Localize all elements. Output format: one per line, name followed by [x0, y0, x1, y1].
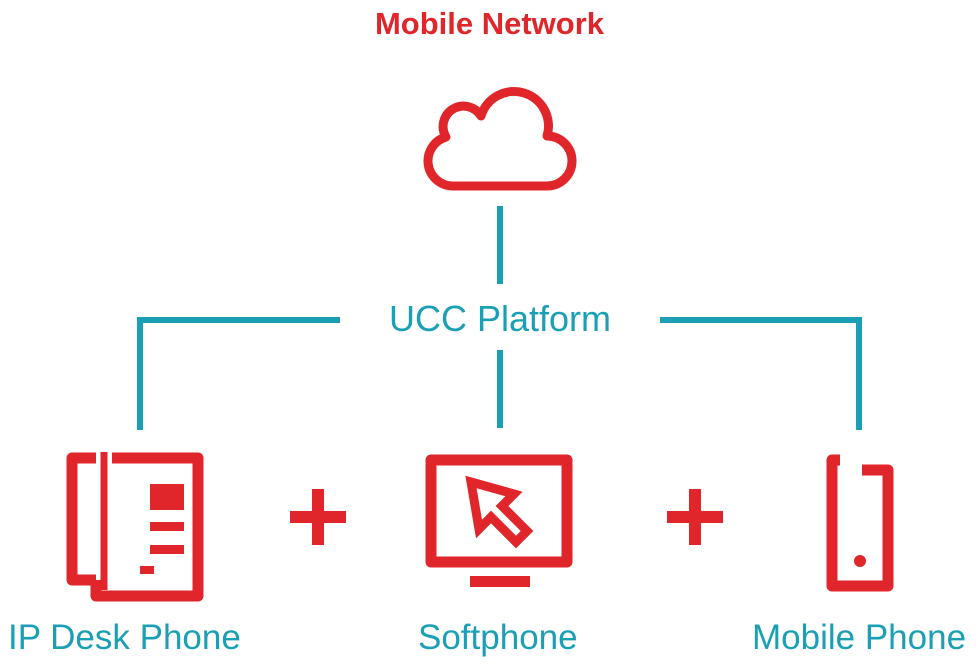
- plus-icon: [667, 489, 723, 545]
- diagram-title: Mobile Network: [374, 6, 605, 41]
- mobile-phone-icon: [826, 454, 894, 592]
- plus-icon: [290, 489, 346, 545]
- mobile-phone-label: Mobile Phone: [752, 618, 967, 657]
- cloud-icon: [423, 87, 577, 191]
- cursor-icon: [465, 475, 534, 549]
- softphone-label: Softphone: [418, 618, 578, 657]
- ip-desk-phone-label: IP Desk Phone: [8, 618, 241, 657]
- ucc-platform-label: UCC Platform: [340, 296, 660, 342]
- platform-to-desk-phone-line: [137, 317, 352, 430]
- connector-lines: [137, 206, 862, 430]
- platform-to-mobile-phone-line: [648, 317, 862, 430]
- softphone-monitor-icon: [425, 454, 573, 587]
- desk-phone-icon: [66, 452, 204, 602]
